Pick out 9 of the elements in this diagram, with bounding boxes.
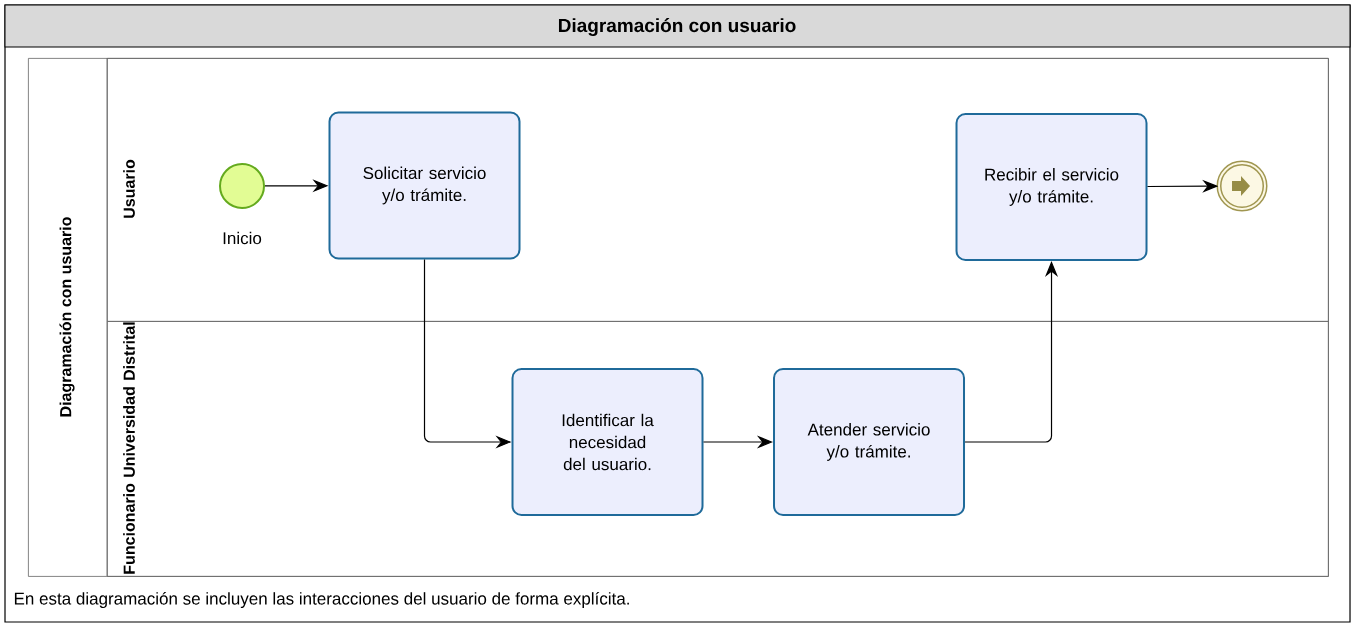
task-box: Identificar la necesidad del usuario. [511, 368, 704, 516]
title-bar: Diagramación con usuario [4, 4, 1351, 48]
event-label: Inicio [223, 231, 262, 245]
task-box: Solicitar servicio y/o trámite. [328, 111, 521, 260]
caption: En esta diagramación se incluyen las interacciones del usuario de forma explícita. [14, 592, 629, 609]
end-event [1216, 160, 1268, 212]
task-box: Recibir el servicio y/o trámite. [955, 113, 1148, 261]
task-box: Atender servicio y/o trámite. [773, 368, 965, 516]
start-event [219, 163, 265, 209]
